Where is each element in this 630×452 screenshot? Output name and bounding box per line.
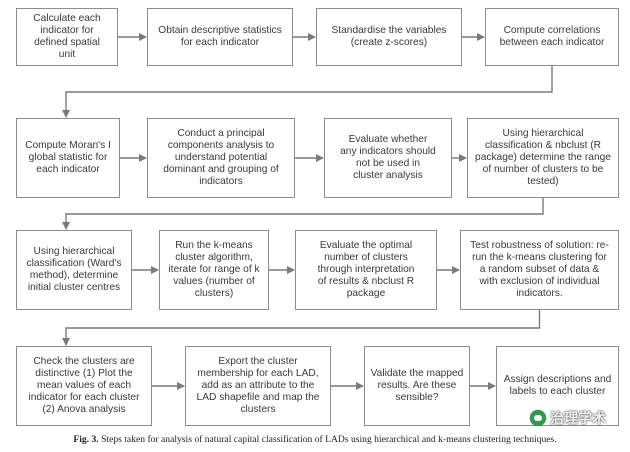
step-box-5: Compute Moran's I global statistic for e… (16, 118, 120, 198)
step-box-1: Calculate each indicator for defined spa… (16, 8, 118, 66)
watermark-text: 治理学术 (550, 410, 606, 426)
arrow-s4-s5 (62, 66, 553, 118)
step-box-16: Assign descriptions and labels to each c… (496, 346, 619, 426)
step-box-3: Standardise the variables (create z-scor… (316, 8, 462, 66)
step-box-8: Using hierarchical classification & nbcl… (467, 118, 619, 198)
step-box-9: Using hierarchical classification (Ward'… (16, 230, 132, 310)
watermark: 治理学术 (530, 408, 606, 428)
caption-text: Steps taken for analysis of natural capi… (101, 434, 557, 445)
step-box-13: Check the clusters are distinctive (1) P… (16, 346, 152, 426)
caption-label: Fig. 3. (73, 434, 99, 445)
step-box-14: Export the cluster membership for each L… (185, 346, 331, 426)
step-box-7: Evaluate whether any indicators should n… (324, 118, 452, 198)
step-box-4: Compute correlations between each indica… (485, 8, 619, 66)
step-box-12: Test robustness of solution: re- run the… (460, 230, 619, 310)
step-box-10: Run the k-means cluster algorithm, itera… (159, 230, 269, 310)
step-box-11: Evaluate the optimal number of clusters … (295, 230, 437, 310)
arrow-s12-s13 (62, 310, 541, 346)
step-box-15: Validate the mapped results. Are these s… (364, 346, 470, 426)
step-box-6: Conduct a principal components analysis … (147, 118, 295, 198)
wechat-icon (530, 410, 546, 426)
step-box-2: Obtain descriptive statistics for each i… (147, 8, 293, 66)
arrow-s8-s9 (62, 198, 544, 230)
figure-caption: Fig. 3. Steps taken for analysis of natu… (0, 434, 630, 445)
